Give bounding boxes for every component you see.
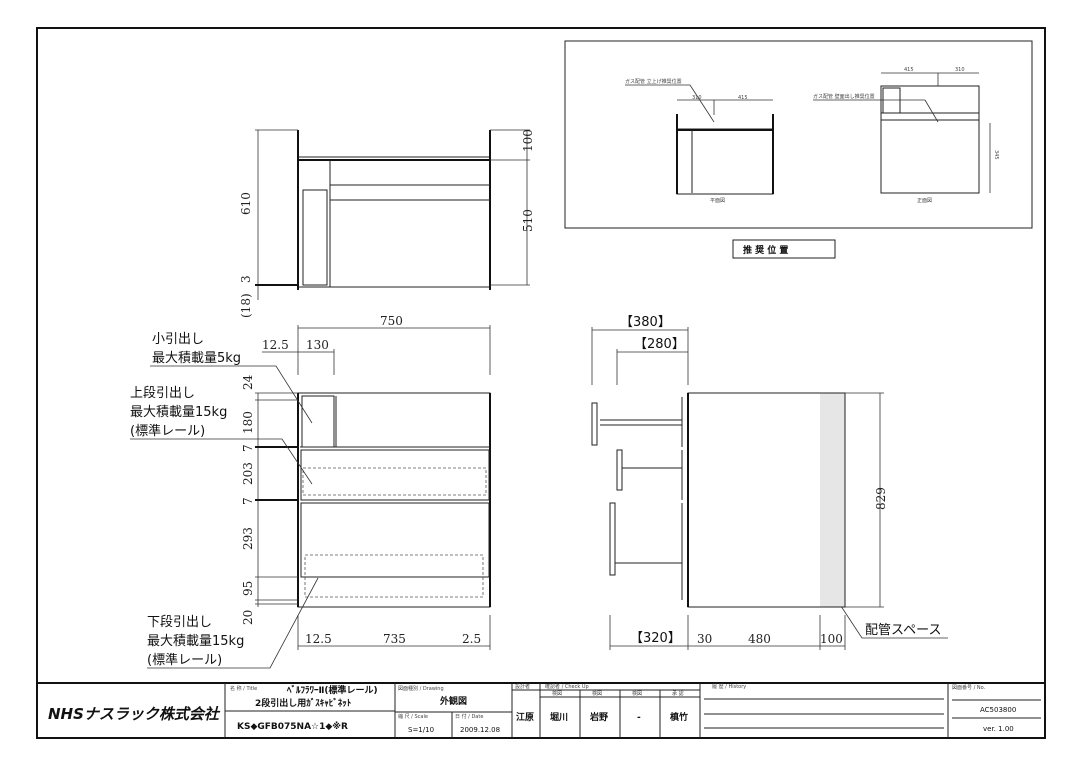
plan-view: 610 3 (18) 100 510: [239, 129, 535, 318]
svg-text:名 称 / Title: 名 称 / Title: [230, 685, 257, 692]
svg-text:設計者: 設計者: [515, 683, 530, 690]
svg-text:図面種別 / Drawing: 図面種別 / Drawing: [398, 685, 444, 692]
svg-text:7: 7: [241, 444, 255, 452]
svg-text:縮 尺 / Scale: 縮 尺 / Scale: [398, 713, 428, 720]
dim-510: 510: [521, 209, 535, 232]
svg-text:S=1/10: S=1/10: [408, 726, 434, 734]
svg-text:図面番号 / No.: 図面番号 / No.: [952, 684, 986, 691]
svg-text:外観図: 外観図: [439, 695, 467, 707]
dim-3: 3: [239, 275, 253, 283]
recommended-label: 推 奨 位 置: [743, 244, 788, 256]
svg-text:ver. 1.00: ver. 1.00: [983, 725, 1014, 733]
dim-750: 750: [380, 314, 403, 328]
svg-text:24: 24: [241, 374, 255, 390]
svg-text:最大積載量5kg: 最大積載量5kg: [152, 351, 241, 366]
svg-text:最大積載量15kg: 最大積載量15kg: [130, 405, 227, 420]
svg-text:検図: 検図: [592, 690, 602, 697]
svg-text:2.5: 2.5: [462, 632, 481, 646]
svg-text:ﾍﾞﾙﾌﾗﾜｰⅡ(標準レール): ﾍﾞﾙﾌﾗﾜｰⅡ(標準レール): [286, 684, 378, 696]
right-caption: 正面図: [917, 198, 932, 204]
svg-text:最大積載量15kg: 最大積載量15kg: [147, 634, 244, 649]
svg-text:確認者 / Check Up: 確認者 / Check Up: [545, 683, 589, 690]
svg-text:上段引出し: 上段引出し: [130, 386, 195, 401]
svg-text:415: 415: [904, 67, 914, 73]
svg-text:-: -: [637, 713, 641, 723]
svg-text:95: 95: [241, 581, 255, 596]
side-view: 【380】 【280】 【320】 30 480 100 829: [591, 315, 888, 650]
svg-text:180: 180: [241, 411, 255, 434]
svg-text:【320】: 【320】: [630, 631, 681, 646]
svg-text:480: 480: [748, 632, 771, 646]
svg-text:12.5: 12.5: [262, 338, 289, 352]
company-logo: NHSナスラック株式会社: [48, 705, 221, 723]
dim-829: 829: [874, 487, 888, 510]
svg-text:293: 293: [241, 527, 255, 550]
svg-text:岩野: 岩野: [589, 711, 608, 723]
dim-100: 100: [521, 129, 535, 152]
svg-text:日 付 / Date: 日 付 / Date: [455, 713, 483, 720]
recommended-position-panel: 310 415 ガス配管 立上げ推奨位置 平面図 415 310 345 ガス配…: [564, 40, 1033, 229]
svg-text:203: 203: [241, 462, 255, 485]
sheet-border: [36, 27, 1046, 739]
svg-text:20: 20: [241, 610, 255, 625]
svg-text:(標準レール): (標準レール): [147, 652, 222, 668]
dim-610: 610: [239, 192, 253, 215]
svg-text:検図: 検図: [552, 690, 562, 697]
svg-text:130: 130: [306, 338, 329, 352]
svg-text:江原: 江原: [516, 711, 534, 723]
svg-text:下段引出し: 下段引出し: [147, 615, 212, 630]
svg-text:30: 30: [697, 632, 712, 646]
left-note: ガス配管 立上げ推奨位置: [625, 78, 682, 85]
svg-text:310: 310: [692, 95, 702, 101]
svg-text:12.5: 12.5: [305, 632, 332, 646]
recommended-label-box: [732, 239, 836, 259]
left-caption: 平面図: [710, 198, 725, 204]
svg-text:735: 735: [383, 632, 406, 646]
svg-text:100: 100: [820, 632, 843, 646]
right-note: ガス配管 壁面出し推奨位置: [813, 93, 875, 100]
front-view: 24 180 7 203 7 293 95 20 750 12.5 130 12…: [241, 314, 491, 650]
svg-text:345: 345: [993, 150, 999, 160]
svg-text:【380】: 【380】: [620, 315, 671, 330]
title-block: NHSナスラック株式会社 名 称 / Title ﾍﾞﾙﾌﾗﾜｰⅡ(標準レール)…: [37, 682, 1045, 738]
svg-text:【280】: 【280】: [634, 337, 685, 352]
dim-18: (18): [239, 293, 253, 318]
model-number: KS◆GFB075NA☆1◆※R: [237, 721, 348, 732]
svg-text:槙竹: 槙竹: [670, 711, 688, 723]
svg-text:2009.12.08: 2009.12.08: [460, 726, 500, 734]
svg-text:小引出し: 小引出し: [152, 332, 204, 347]
svg-text:2段引出し用ｶﾞｽｷｬﾋﾞﾈｯﾄ: 2段引出し用ｶﾞｽｷｬﾋﾞﾈｯﾄ: [255, 697, 352, 709]
svg-text:7: 7: [241, 497, 255, 505]
svg-text:415: 415: [738, 95, 748, 101]
piping-space-label: 配管スペース: [865, 623, 941, 638]
svg-text:検図: 検図: [632, 690, 642, 697]
svg-text:AC503800: AC503800: [980, 706, 1016, 714]
svg-text:堀川: 堀川: [550, 711, 568, 723]
svg-text:履 歴 / History: 履 歴 / History: [712, 684, 746, 690]
svg-text:(標準レール): (標準レール): [130, 423, 205, 439]
svg-text:承 認: 承 認: [672, 690, 684, 697]
svg-text:310: 310: [955, 67, 965, 73]
callouts: 小引出し 最大積載量5kg 上段引出し 最大積載量15kg (標準レール) 下段…: [130, 332, 948, 669]
